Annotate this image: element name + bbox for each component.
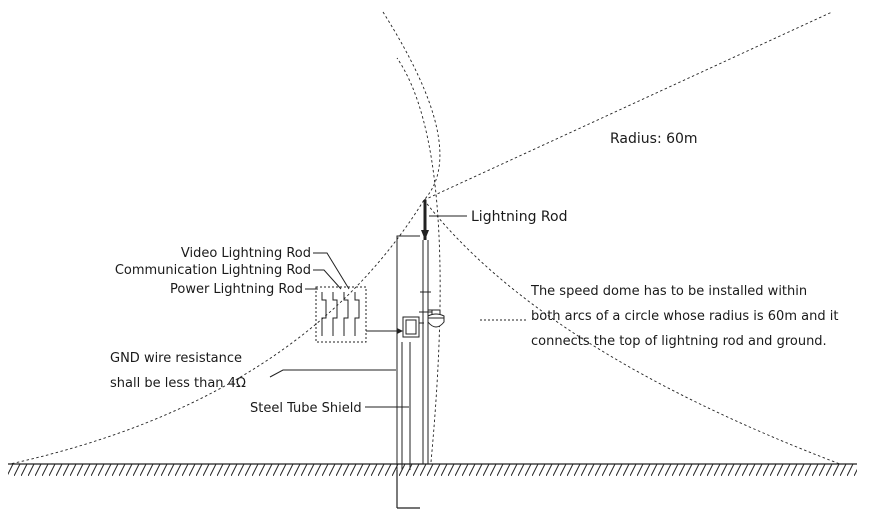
gnd-label-line2: shall be less than 4Ω xyxy=(110,376,246,391)
right-protection-arc xyxy=(397,58,440,462)
gnd-leader xyxy=(270,370,396,377)
lightning-rod-arrow xyxy=(421,230,429,240)
ground xyxy=(8,464,857,476)
comm-rod-label: Communication Lightning Rod xyxy=(115,263,311,278)
right-protection-arc-lower xyxy=(424,200,840,464)
gnd-label-line1: GND wire resistance xyxy=(110,351,242,366)
steel-tube-label: Steel Tube Shield xyxy=(250,401,362,416)
speed-dome-camera xyxy=(428,310,444,327)
arrester-connection-arrow xyxy=(397,328,403,334)
rod-4 xyxy=(355,292,359,336)
rod-1 xyxy=(322,292,326,336)
lightning-rod-assembly xyxy=(419,200,467,464)
radius-line xyxy=(424,12,832,200)
rod-2 xyxy=(333,292,337,336)
arrester-rods xyxy=(322,292,359,336)
left-protection-arc xyxy=(10,12,440,464)
power-rod-label: Power Lightning Rod xyxy=(170,282,303,297)
lightning-rod-label: Lightning Rod xyxy=(471,209,567,225)
video-rod-label: Video Lightning Rod xyxy=(181,246,311,261)
gnd-wire-outer xyxy=(397,236,420,470)
comm-rod-leader xyxy=(313,270,341,289)
video-rod-leader xyxy=(313,253,349,289)
junction-box xyxy=(403,317,424,337)
note-line2: both arcs of a circle whose radius is 60… xyxy=(531,309,838,324)
arrester-block xyxy=(316,287,403,342)
arrester-leaders xyxy=(305,253,349,289)
note-line1: The speed dome has to be installed withi… xyxy=(530,284,807,299)
radius-label: Radius: 60m xyxy=(610,131,698,147)
note-line3: connects the top of lightning rod and gr… xyxy=(531,334,827,349)
